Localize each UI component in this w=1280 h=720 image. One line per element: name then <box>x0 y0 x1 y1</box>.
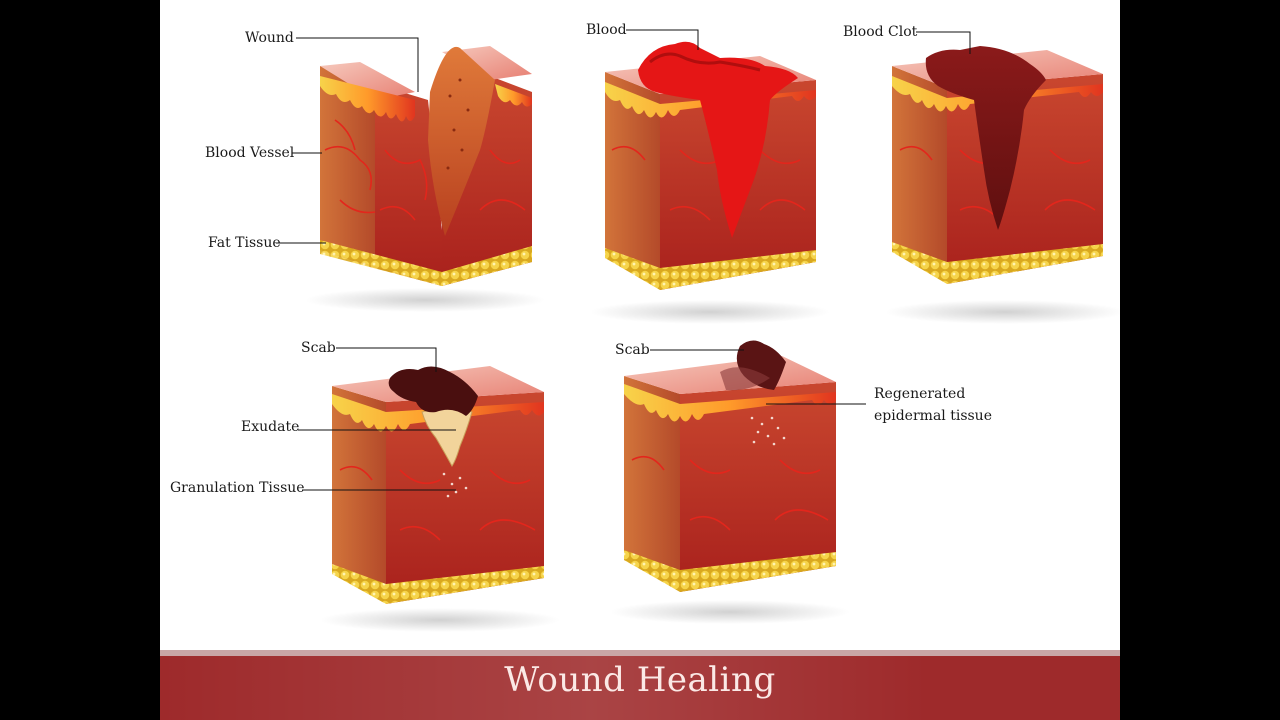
leader-wound <box>296 37 419 92</box>
leader-scab <box>336 347 437 372</box>
epidermis <box>624 384 836 422</box>
fat-side <box>320 244 442 286</box>
stage-blood <box>590 41 830 324</box>
block-side <box>892 66 947 270</box>
label-granulation-tissue: Granulation Tissue <box>170 480 305 496</box>
footer-glow <box>160 656 1120 720</box>
label-exudate: Exudate <box>241 419 299 435</box>
block-front <box>386 392 544 604</box>
label-scab-2: Scab <box>615 342 650 358</box>
top-left <box>320 62 415 100</box>
fat <box>332 564 544 604</box>
shadow <box>320 608 560 632</box>
leader-blood-clot <box>916 31 971 54</box>
stage-wound <box>305 46 545 312</box>
footer-band <box>160 650 1120 720</box>
wound-dots <box>446 78 470 170</box>
stage-scab-exudate <box>320 366 560 632</box>
granulation-dots <box>442 472 468 498</box>
page-title: Wound Healing <box>504 660 776 700</box>
slide: Wound Blood Vessel Fat Tissue Blood Bloo… <box>160 0 1120 720</box>
blood-rim <box>649 52 761 72</box>
fat <box>624 550 836 592</box>
wound-healing-diagram: Wound Blood Vessel Fat Tissue Blood Bloo… <box>170 22 1120 632</box>
block-front <box>680 382 836 592</box>
label-blood-clot: Blood Clot <box>843 24 918 40</box>
leader-blood <box>626 29 699 50</box>
stage-regenerated <box>610 340 850 624</box>
fat-top <box>320 240 532 286</box>
block-side <box>332 386 386 590</box>
fat <box>605 248 816 290</box>
block-side <box>605 72 660 276</box>
block-side <box>624 376 680 576</box>
shadow <box>305 288 545 312</box>
shadow <box>590 300 830 324</box>
block-side <box>320 66 375 268</box>
fat <box>892 242 1103 284</box>
epidermis-left <box>320 76 415 122</box>
leader-lines <box>276 29 971 491</box>
blood-vessels <box>611 145 806 221</box>
blood-vessels <box>339 465 536 541</box>
label-scab: Scab <box>301 340 336 356</box>
label-regenerated-line2: epidermal tissue <box>874 408 992 424</box>
scab-fade <box>720 367 770 391</box>
blood-clot <box>925 46 1046 230</box>
scab <box>388 366 478 416</box>
label-blood: Blood <box>586 22 627 38</box>
blood-vessels <box>324 119 526 221</box>
blood-vessels <box>631 455 829 531</box>
regenerated-dots <box>750 416 786 446</box>
stage-blood-clot <box>885 46 1120 324</box>
epidermis-right <box>495 84 532 107</box>
label-blood-vessel: Blood Vessel <box>205 145 295 161</box>
label-fat-tissue: Fat Tissue <box>208 235 281 251</box>
label-regenerated-line1: Regenerated <box>874 386 965 402</box>
wound-cut <box>428 46 495 236</box>
blood <box>638 41 798 238</box>
label-wound: Wound <box>245 30 294 46</box>
shadow <box>610 600 850 624</box>
block-front <box>375 84 442 286</box>
shadow <box>885 300 1120 324</box>
